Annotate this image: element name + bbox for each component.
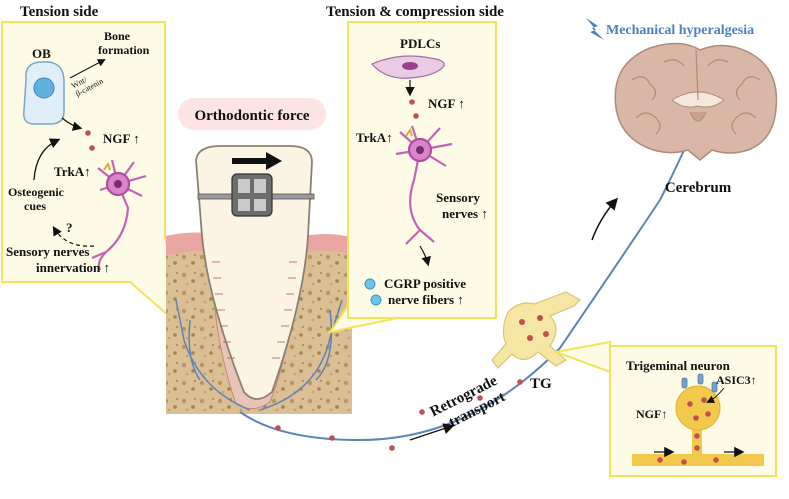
ngf-dot — [413, 113, 419, 119]
transport-dot — [419, 409, 425, 415]
lightning-icon — [586, 18, 604, 40]
tg-label: TG — [530, 376, 552, 392]
tn-soma — [675, 385, 721, 431]
question-mark: ? — [66, 220, 73, 235]
pdlcs-label: PDLCs — [400, 36, 440, 51]
tooth-bone-block — [166, 145, 352, 414]
tension-sensory-label-2: innervation ↑ — [36, 260, 110, 275]
ob-to-ngf-arrow — [61, 117, 83, 131]
tension-side-title: Tension side — [20, 4, 99, 20]
transport-dot — [329, 435, 335, 441]
ob-label: OB — [32, 46, 51, 61]
cgrp-label-1: CGRP positive — [384, 276, 466, 291]
mechanical-hyperalgesia-label: Mechanical hyperalgesia — [606, 23, 754, 38]
osteoblast-cell — [22, 61, 65, 125]
trigeminal-neuron-panel: Trigeminal neuron ASIC3↑ NGF↑ — [552, 340, 777, 477]
pdl-hatching — [212, 261, 297, 359]
bracket-wing — [254, 179, 266, 193]
wnt-arrow — [69, 59, 106, 79]
tc-title: Tension & compression side — [326, 4, 504, 20]
pdlc-nucleus — [402, 62, 418, 70]
osteogenic-arrow — [33, 138, 61, 181]
tc-sensory-label-1: Sensory — [436, 190, 481, 205]
tension-neuron — [91, 159, 147, 271]
trigeminal-ganglion — [491, 291, 581, 369]
bracket-wing — [238, 199, 250, 211]
main-nerve-path — [239, 145, 687, 442]
asic3-label: ASIC3↑ — [716, 373, 757, 387]
ngf-dot — [85, 130, 91, 136]
tn-dots — [657, 397, 719, 465]
cgrp-label-2: nerve fibers ↑ — [388, 292, 464, 307]
force-arrow — [232, 152, 282, 170]
asic3-channels — [681, 373, 718, 393]
tc-ngf-label: NGF ↑ — [428, 96, 465, 111]
tc-to-cgrp-arrow — [419, 245, 431, 267]
tension-trka-label: TrkA↑ — [54, 164, 91, 179]
tn-panel-pointer — [552, 340, 611, 374]
retrograde-dots — [275, 379, 523, 451]
tc-neuron — [395, 125, 453, 245]
transport-dot — [477, 395, 483, 401]
tension-panel-fill — [3, 23, 164, 281]
cgrp-dot — [364, 278, 376, 290]
orthodontic-force-label: Orthodontic force — [194, 108, 309, 124]
tn-ngf-label: NGF↑ — [636, 407, 667, 421]
question-dashed-arrow — [52, 225, 95, 247]
tension-sensory-label-1: Sensory nerves — [6, 244, 89, 259]
bone-formation-label-1: Bone — [104, 29, 131, 43]
bracket-wing — [254, 199, 266, 211]
cgrp-dot — [370, 294, 382, 306]
tension-side-panel: Tension side OB Bone formation Wnt/ β-ca… — [1, 4, 187, 333]
to-brain-arrow — [591, 197, 618, 241]
transport-dot — [517, 379, 523, 385]
tooth — [195, 145, 313, 400]
osteogenic-label-2: cues — [24, 199, 46, 213]
tc-trka-label: TrkA↑ — [356, 130, 393, 145]
ngf-dot — [89, 145, 95, 151]
osteogenic-label-1: Osteogenic — [8, 185, 65, 199]
tension-compression-panel: Tension & compression side PDLCs NGF ↑ T… — [326, 4, 504, 334]
bracket-wing — [238, 179, 250, 193]
bone-formation-label-2: formation — [98, 43, 150, 57]
orthodontic-force-pill — [178, 98, 326, 130]
tension-ngf-label: NGF ↑ — [103, 131, 140, 146]
transport-dot — [389, 445, 395, 451]
transport-dot — [275, 425, 281, 431]
retrograde-arrow — [409, 423, 455, 441]
asic3-arrow — [706, 387, 725, 403]
cerebrum-label: Cerebrum — [665, 180, 732, 196]
brain-cerebrum — [614, 42, 778, 161]
tn-title: Trigeminal neuron — [626, 358, 731, 373]
ngf-dot — [409, 99, 415, 105]
tc-sensory-label-2: nerves ↑ — [442, 206, 488, 221]
